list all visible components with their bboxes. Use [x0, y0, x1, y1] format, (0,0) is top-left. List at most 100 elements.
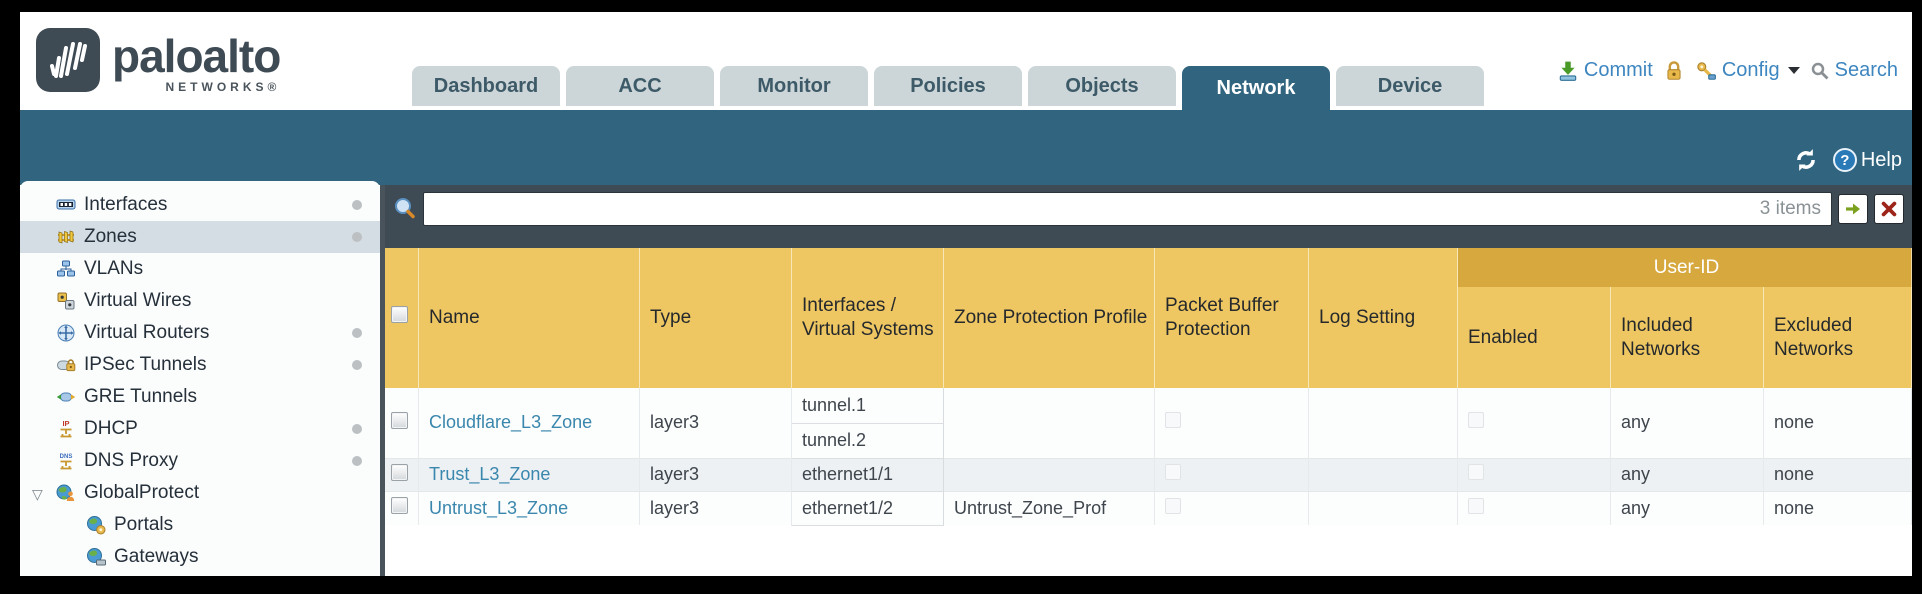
sidebar-label: Interfaces	[84, 194, 168, 215]
packet-buffer-cell	[1154, 490, 1309, 525]
sidebar-label: DNS Proxy	[84, 450, 178, 471]
col-header-excluded-networks[interactable]: Excluded Networks	[1763, 287, 1912, 388]
col-header-name[interactable]: Name	[418, 248, 640, 388]
packet-buffer-checkbox	[1165, 497, 1181, 514]
apply-filter-button[interactable]	[1838, 193, 1868, 224]
zone-name-link[interactable]: Untrust_L3_Zone	[429, 497, 569, 518]
virtual-wires-icon	[57, 292, 75, 310]
sidebar-label: GlobalProtect	[84, 482, 200, 503]
zone-name-link[interactable]: Trust_L3_Zone	[429, 464, 551, 484]
help-button[interactable]: ? Help	[1832, 148, 1902, 172]
tab-monitor[interactable]: Monitor	[720, 66, 868, 106]
clear-filter-button[interactable]	[1874, 193, 1904, 224]
svg-text:DNS: DNS	[60, 454, 73, 460]
tab-dashboard[interactable]: Dashboard	[412, 66, 560, 106]
zone-protection-cell	[943, 457, 1155, 491]
zones-table: Name Type Interfaces / Virtual Systems Z…	[384, 248, 1912, 526]
interface-cell: tunnel.1	[791, 388, 944, 424]
col-header-type[interactable]: Type	[639, 248, 792, 388]
sidebar-label: Zones	[84, 226, 137, 247]
table-row: Trust_L3_Zone layer3 ethernet1/1 any non…	[384, 457, 1912, 492]
change-dot	[351, 328, 362, 338]
zone-type-cell: layer3	[639, 490, 792, 525]
col-header-log-setting[interactable]: Log Setting	[1308, 248, 1458, 388]
search-link[interactable]: Search	[1810, 59, 1898, 82]
zones-icon	[58, 230, 74, 244]
included-networks-cell: any	[1610, 490, 1764, 525]
sidebar-item-portals[interactable]: Portals	[20, 509, 380, 541]
tab-device[interactable]: Device	[1336, 66, 1484, 106]
select-all-checkbox[interactable]	[390, 306, 408, 324]
content-fill	[384, 525, 1912, 576]
sidebar-label: Virtual Wires	[84, 290, 192, 311]
sidebar-item-zones[interactable]: Zones	[20, 221, 380, 253]
green-arrow-icon	[1846, 203, 1860, 214]
sidebar-item-dhcp[interactable]: IP DHCP	[20, 413, 380, 445]
gateways-icon	[87, 548, 106, 566]
sidebar-item-dns-proxy[interactable]: DNS DNS Proxy	[20, 445, 380, 477]
commit-button[interactable]: Commit	[1557, 59, 1653, 82]
zone-name-link[interactable]: Cloudflare_L3_Zone	[429, 412, 593, 433]
col-header-packet-buffer[interactable]: Packet Buffer Protection	[1154, 248, 1309, 388]
interfaces-icon	[56, 199, 76, 210]
sidebar-label: Portals	[114, 514, 174, 535]
refresh-icon[interactable]	[1793, 147, 1819, 173]
tab-policies[interactable]: Policies	[874, 66, 1022, 106]
change-dot	[351, 232, 362, 242]
filter-input[interactable]	[433, 198, 1752, 219]
brand-sub: NETWORKS®	[165, 80, 281, 94]
config-menu[interactable]: Config	[1695, 59, 1800, 82]
change-dot	[351, 200, 362, 210]
included-networks-cell: any	[1610, 457, 1764, 491]
chevron-down-icon	[1787, 67, 1800, 74]
sidebar-item-vlans[interactable]: VLANs	[20, 253, 380, 285]
pulse-bars-icon	[50, 42, 87, 78]
col-header-interfaces[interactable]: Interfaces / Virtual Systems	[791, 248, 944, 388]
help-icon: ?	[1832, 148, 1857, 172]
sidebar-item-virtual-wires[interactable]: Virtual Wires	[20, 285, 380, 317]
sidebar-label: DHCP	[84, 418, 138, 439]
excluded-networks-cell: none	[1763, 457, 1912, 491]
expander-open-icon[interactable]: ▽	[32, 486, 43, 502]
interface-cell: ethernet1/1	[791, 457, 944, 492]
sidebar-item-interfaces[interactable]: Interfaces	[20, 189, 380, 221]
packet-buffer-checkbox	[1165, 412, 1181, 429]
sidebar-item-globalprotect[interactable]: ▽ GlobalProtect	[20, 477, 380, 509]
search-label: Search	[1834, 59, 1898, 81]
lock-icon[interactable]	[1663, 60, 1685, 82]
change-dot	[351, 456, 362, 466]
page-header-band: ? Help	[20, 110, 1912, 185]
sidebar-item-gre-tunnels[interactable]: GRE Tunnels	[20, 381, 380, 413]
paloalto-logo-icon	[36, 28, 100, 92]
sidebar-label: VLANs	[84, 258, 144, 279]
portals-icon	[87, 516, 106, 535]
top-bar: paloalto NETWORKS® Dashboard ACC Monitor…	[20, 12, 1912, 110]
sidebar-item-gateways[interactable]: Gateways	[20, 541, 380, 573]
dhcp-icon: IP	[60, 419, 72, 438]
col-header-zone-protection[interactable]: Zone Protection Profile	[943, 248, 1155, 388]
table-top-strip	[384, 232, 1912, 248]
tab-objects[interactable]: Objects	[1028, 66, 1176, 106]
change-dot	[351, 424, 362, 434]
row-checkbox[interactable]	[390, 411, 408, 429]
tab-acc[interactable]: ACC	[566, 66, 714, 106]
body-row: Interfaces Zones	[20, 181, 1912, 576]
sidebar-item-ipsec-tunnels[interactable]: IPSec Tunnels	[20, 349, 380, 381]
row-checkbox[interactable]	[390, 497, 408, 515]
commit-label: Commit	[1583, 59, 1653, 81]
col-header-enabled[interactable]: Enabled	[1457, 287, 1611, 388]
sidebar-label: Virtual Routers	[84, 322, 210, 343]
commit-icon	[1559, 61, 1577, 81]
row-checkbox[interactable]	[390, 463, 408, 481]
sidebar-item-virtual-routers[interactable]: Virtual Routers	[20, 317, 380, 349]
packet-buffer-cell	[1154, 388, 1309, 458]
change-dot	[351, 360, 362, 370]
tab-network[interactable]: Network	[1182, 66, 1330, 110]
col-header-included-networks[interactable]: Included Networks	[1610, 287, 1764, 388]
interface-cell: tunnel.2	[791, 423, 944, 459]
log-setting-cell	[1308, 457, 1458, 491]
gre-tunnels-icon	[56, 392, 76, 402]
svg-text:IP: IP	[62, 419, 69, 428]
packet-buffer-cell	[1154, 457, 1309, 491]
